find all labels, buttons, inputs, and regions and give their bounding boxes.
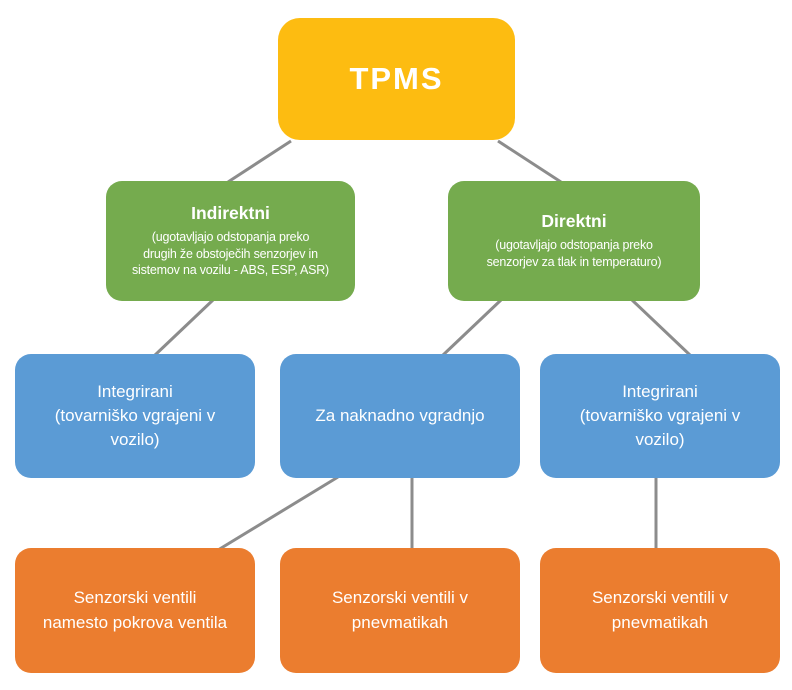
connector-tpms-to-direct [497, 139, 562, 184]
connector-direct-to-retrofit [440, 298, 503, 358]
node-senzorski-ventili-pnevmatike-mid-label: Senzorski ventili v pnevmatikah [331, 588, 469, 632]
node-indirektni-title: Indirektni [191, 202, 270, 223]
node-tpms: TPMS [278, 18, 515, 140]
node-integrirani-right-label: Integrirani (tovarniško vgrajeni v vozil… [579, 381, 741, 450]
connector-indirect-to-integrated_left [152, 298, 215, 358]
node-direktni-description: (ugotavljajo odstopanja preko senzorjev … [486, 238, 662, 269]
node-senzorski-ventili-pnevmatike-right-label: Senzorski ventili v pnevmatikah [591, 588, 729, 632]
node-senzorski-ventili-pnevmatike-mid: Senzorski ventili v pnevmatikah [280, 548, 520, 673]
node-indirektni-description: (ugotavljajo odstopanja preko drugih že … [131, 229, 330, 278]
node-senzorski-ventili-pnevmatike-right: Senzorski ventili v pnevmatikah [540, 548, 780, 673]
node-za-naknadno-vgradnjo-label: Za naknadno vgradnjo [315, 405, 485, 425]
node-integrirani-right: Integrirani (tovarniško vgrajeni v vozil… [540, 354, 780, 478]
connector-retrofit-to-valve_cap [217, 475, 339, 552]
connector-direct-to-integrated_right [630, 298, 693, 358]
node-senzorski-ventili-pokrov-label: Senzorski ventili namesto pokrova ventil… [42, 588, 228, 632]
node-integrirani-left-label: Integrirani (tovarniško vgrajeni v vozil… [54, 381, 216, 450]
node-tpms-label: TPMS [349, 61, 444, 96]
node-direktni-title: Direktni [541, 211, 607, 232]
connector-tpms-to-indirect [227, 139, 292, 184]
node-za-naknadno-vgradnjo: Za naknadno vgradnjo [280, 354, 520, 478]
node-senzorski-ventili-pokrov: Senzorski ventili namesto pokrova ventil… [15, 548, 255, 673]
node-indirektni: Indirektni (ugotavljajo odstopanja preko… [106, 181, 355, 301]
node-integrirani-left: Integrirani (tovarniško vgrajeni v vozil… [15, 354, 255, 478]
node-direktni: Direktni (ugotavljajo odstopanja preko s… [448, 181, 700, 301]
